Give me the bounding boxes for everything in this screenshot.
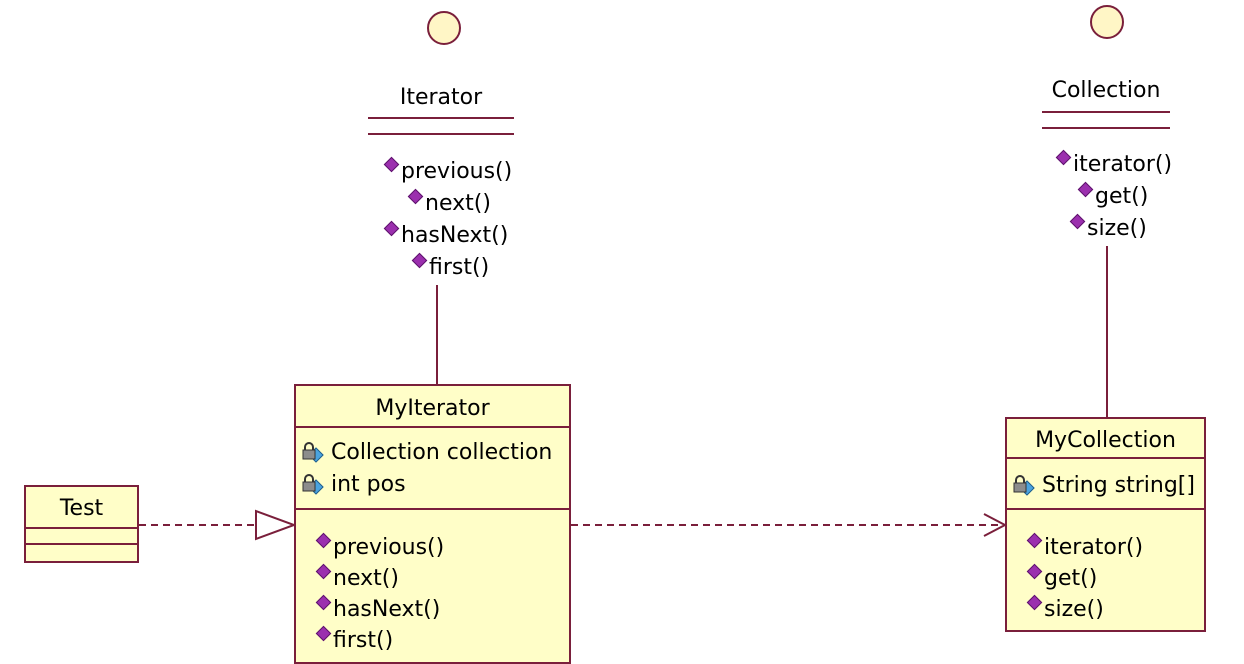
- private-attribute-lock-icon: [302, 474, 324, 495]
- myiterator-op-hasnext[interactable]: hasNext(): [315, 594, 440, 622]
- mycollection-name-divider: [1007, 457, 1204, 459]
- hollow-triangle-arrowhead: [255, 509, 297, 541]
- operation-icon: [1026, 563, 1043, 580]
- collection-op-get[interactable]: get(): [1077, 181, 1148, 209]
- myiterator-name-divider: [296, 426, 569, 428]
- iterator-op-previous[interactable]: previous(): [383, 156, 512, 184]
- operation-icon: [1055, 149, 1072, 166]
- operation-icon: [411, 252, 428, 269]
- mycollection-op-iterator[interactable]: iterator(): [1026, 532, 1143, 560]
- mycollection-attr-string[interactable]: String string[]: [1012, 470, 1195, 498]
- myiterator-class-name: MyIterator: [375, 396, 490, 421]
- myiterator-attr-collection[interactable]: Collection collection: [301, 437, 552, 465]
- test-class-box[interactable]: Test: [24, 485, 139, 563]
- collection-op-size[interactable]: size(): [1069, 213, 1147, 241]
- operation-icon: [1077, 181, 1094, 198]
- operation-icon: [383, 220, 400, 237]
- myiterator-op-first[interactable]: first(): [315, 625, 393, 653]
- private-attribute-lock-icon: [1013, 475, 1035, 496]
- myiterator-op-previous[interactable]: previous(): [315, 532, 444, 560]
- mycollection-class-name: MyCollection: [1035, 428, 1176, 453]
- myiterator-attr-pos[interactable]: int pos: [301, 469, 406, 497]
- operation-icon: [1026, 594, 1043, 611]
- collection-interface-name[interactable]: Collection: [1051, 78, 1161, 103]
- iterator-interface-circle-icon: [427, 11, 461, 45]
- operation-icon: [407, 188, 424, 205]
- myiterator-class-box[interactable]: MyIterator Collection collection int pos…: [294, 384, 571, 664]
- iterator-interface-name[interactable]: Iterator: [399, 85, 483, 110]
- myiterator-op-next[interactable]: next(): [315, 563, 399, 591]
- operation-icon: [315, 625, 332, 642]
- test-attributes-divider: [26, 543, 137, 545]
- mycollection-attributes-divider: [1007, 508, 1204, 510]
- mycollection-op-get[interactable]: get(): [1026, 563, 1097, 591]
- operation-icon: [1069, 213, 1086, 230]
- collection-op-iterator[interactable]: iterator(): [1055, 149, 1172, 177]
- private-attribute-lock-icon: [302, 442, 324, 463]
- myiterator-attributes-divider: [296, 508, 569, 510]
- collection-interface-circle-icon: [1090, 5, 1124, 39]
- test-class-name: Test: [59, 496, 104, 521]
- iterator-op-first[interactable]: first(): [411, 252, 489, 280]
- iterator-op-hasnext[interactable]: hasNext(): [383, 220, 508, 248]
- mycollection-class-box[interactable]: MyCollection String string[] iterator() …: [1005, 417, 1206, 632]
- operation-icon: [315, 532, 332, 549]
- mycollection-op-size[interactable]: size(): [1026, 594, 1104, 622]
- iterator-op-next[interactable]: next(): [407, 188, 491, 216]
- operation-icon: [1026, 532, 1043, 549]
- operation-icon: [383, 156, 400, 173]
- operation-icon: [315, 563, 332, 580]
- operation-icon: [315, 594, 332, 611]
- test-name-divider: [26, 527, 137, 529]
